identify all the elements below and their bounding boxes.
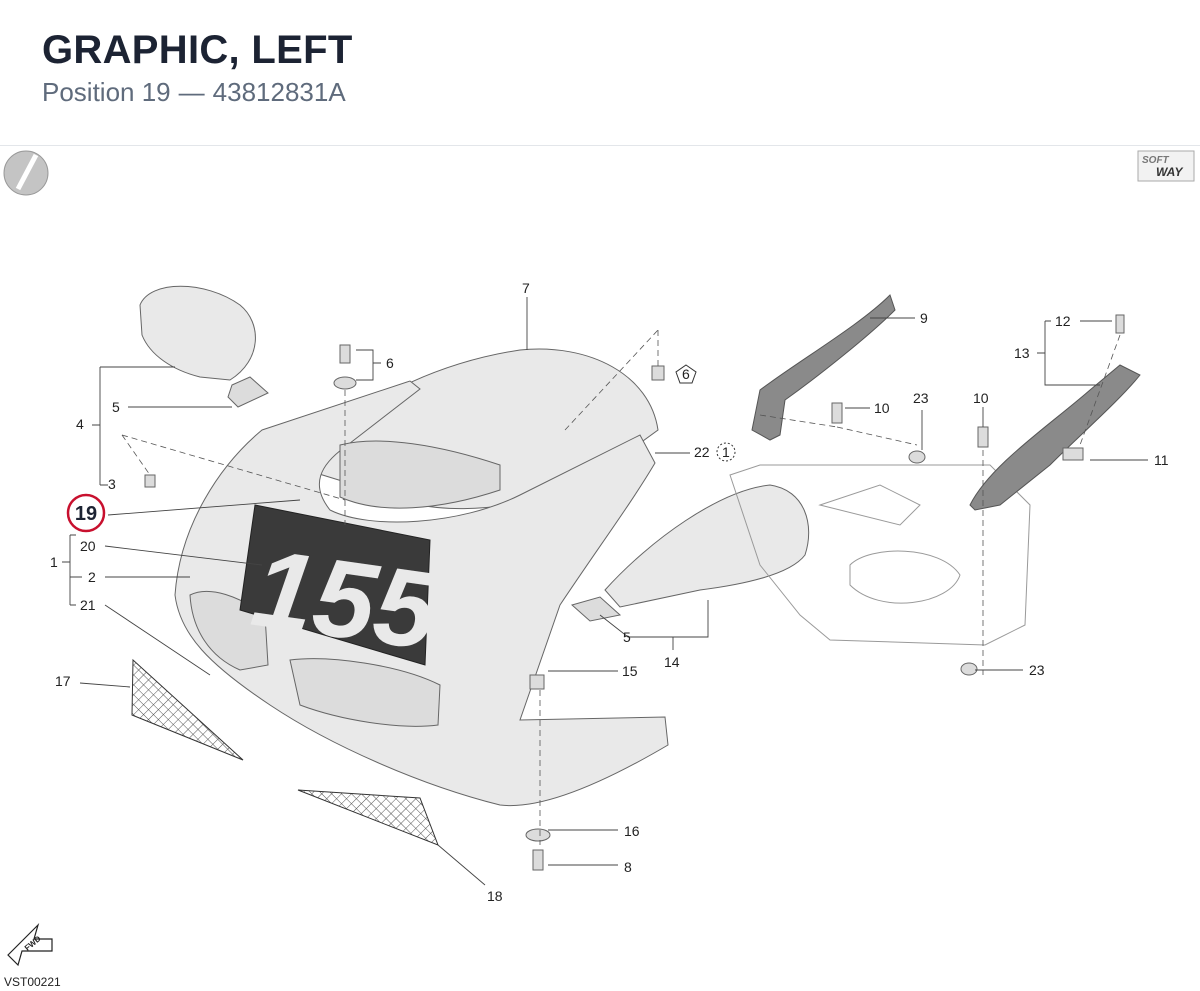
exploded-parts-diagram: SOFT WAY 155 <box>3 150 1195 989</box>
callout-10a: 10 <box>874 400 890 416</box>
callout-5a: 5 <box>112 399 120 415</box>
side-mesh-17 <box>131 658 244 761</box>
race-number-graphic: 155 <box>239 504 446 674</box>
callout-10b: 10 <box>973 390 989 406</box>
reference-mark-1: 1 <box>716 442 736 462</box>
callout-23b: 23 <box>1029 662 1045 678</box>
part-number: 43812831A <box>212 77 346 107</box>
softway-logo: SOFT WAY <box>1137 150 1195 182</box>
callout-1: 1 <box>50 554 58 570</box>
callout-7: 7 <box>522 280 530 296</box>
page-subtitle: Position 19—43812831A <box>42 77 346 108</box>
page-title: GRAPHIC, LEFT <box>42 28 353 72</box>
side-mesh-18 <box>297 789 439 846</box>
reference-mark-6-label: 6 <box>682 366 690 382</box>
forward-arrow-icon: FWD <box>7 922 53 967</box>
callout-19-ring[interactable] <box>66 493 106 533</box>
callout-2: 2 <box>88 569 96 585</box>
callout-11: 11 <box>1154 452 1169 468</box>
reference-mark-1-label: 1 <box>722 444 730 460</box>
callout-21: 21 <box>80 597 96 613</box>
race-number: 155 <box>245 526 446 674</box>
compass-icon <box>3 150 49 196</box>
callout-labels: 1 2 3 4 5 5 6 7 8 9 10 10 11 12 13 14 15… <box>50 280 1169 904</box>
callout-16: 16 <box>624 823 640 839</box>
fairing-support-bracket <box>729 464 1031 646</box>
assembly-lines <box>121 329 1121 845</box>
hardware-fasteners <box>144 314 1125 871</box>
callout-6: 6 <box>386 355 394 371</box>
position-label: Position 19 <box>42 77 171 107</box>
callout-8: 8 <box>624 859 632 875</box>
callout-4: 4 <box>76 416 84 432</box>
callout-23a: 23 <box>913 390 929 406</box>
mirror-left-part <box>139 285 269 408</box>
trim-panel-9 <box>751 294 896 441</box>
callout-15: 15 <box>622 663 638 679</box>
callout-18: 18 <box>487 888 503 904</box>
callout-9: 9 <box>920 310 928 326</box>
callout-17: 17 <box>55 673 71 689</box>
mirror-right-part <box>570 484 810 622</box>
callout-3: 3 <box>108 476 116 492</box>
subtitle-separator: — <box>178 77 205 107</box>
softway-logo-soft: SOFT <box>1142 155 1170 166</box>
softway-logo-way: WAY <box>1156 165 1183 179</box>
callout-19-highlight[interactable]: 19 <box>66 493 106 533</box>
callout-19[interactable]: 19 <box>75 503 97 525</box>
leader-lines <box>62 297 1148 886</box>
callout-22: 22 <box>694 444 710 460</box>
trim-panel-13 <box>969 364 1141 511</box>
callout-20: 20 <box>80 538 96 554</box>
reference-mark-6: 6 <box>675 364 697 384</box>
page-header: GRAPHIC, LEFT Position 19—43812831A <box>0 0 1200 146</box>
callout-5b: 5 <box>623 629 631 645</box>
callout-14: 14 <box>664 654 680 670</box>
callout-13: 13 <box>1014 345 1030 361</box>
callout-12: 12 <box>1055 313 1071 329</box>
drawing-code: VST00221 <box>4 975 61 989</box>
